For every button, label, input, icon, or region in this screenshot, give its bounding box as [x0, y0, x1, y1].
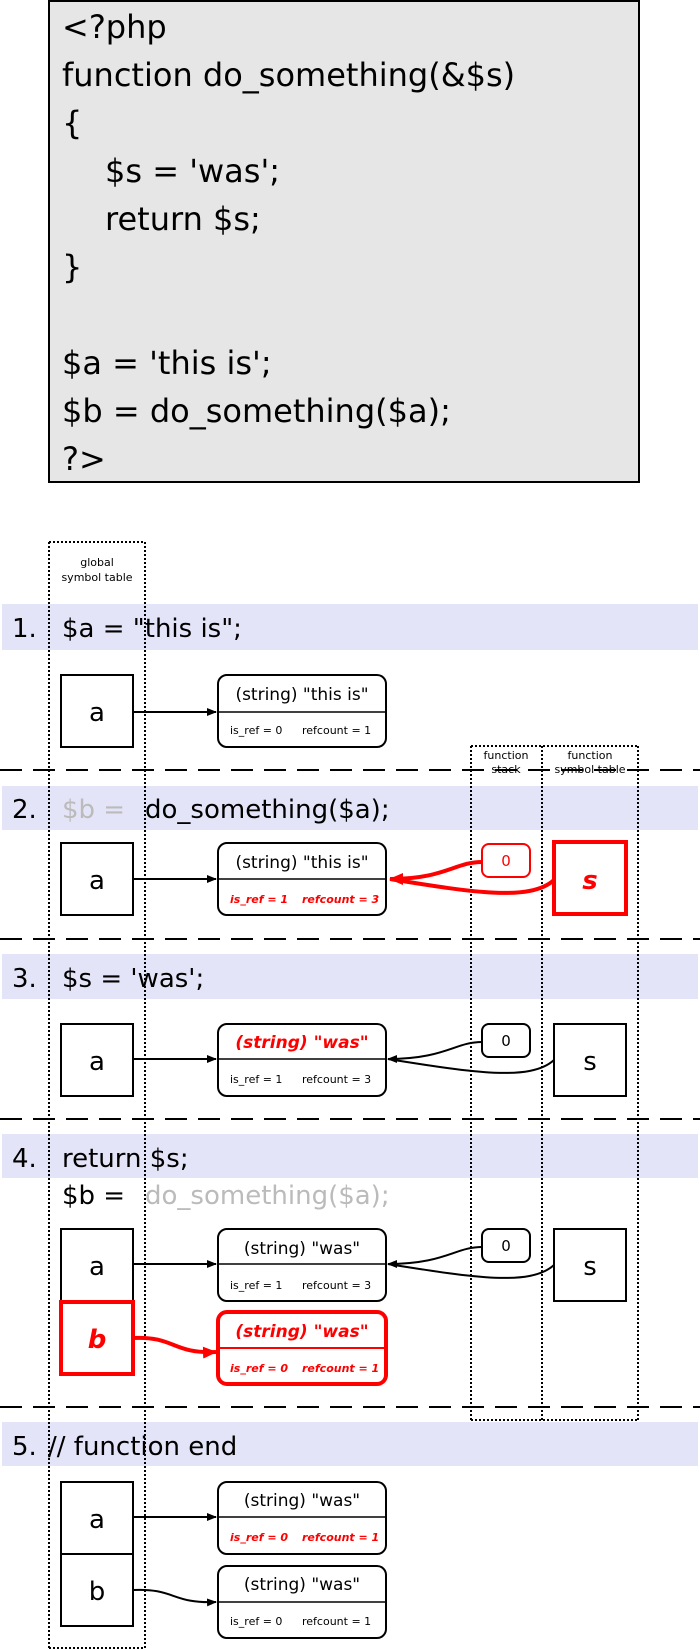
step-5-number: 5.: [12, 1432, 37, 1462]
zval-step5-a: [217, 1481, 387, 1555]
zval-step5-b: [217, 1565, 387, 1639]
var-b-box-step5: [60, 1553, 134, 1627]
stack-slot-step2-value: 0: [501, 852, 511, 870]
zval-step3: [217, 1023, 387, 1097]
zval-step3-title: (string) "was": [235, 1033, 368, 1053]
code-line-8: $a = 'this is';: [62, 344, 272, 382]
step-5-band: [2, 1422, 698, 1466]
var-s-box-step3: [553, 1023, 627, 1097]
arrow-stack-step4: [387, 1246, 483, 1268]
zval-step5-a-title: (string) "was": [244, 1491, 360, 1511]
step-2-muted-code: $b =: [62, 795, 125, 825]
zval-step5-b-refcount: refcount = 1: [302, 1615, 371, 1628]
zval-step2-isref: is_ref = 1: [230, 893, 288, 906]
stack-header-line-1: function: [484, 749, 529, 762]
var-a-label-step3: a: [89, 1047, 105, 1077]
step-2-band: [2, 786, 698, 830]
fsym-header-line-2: symbol table: [554, 763, 625, 776]
code-box: [48, 0, 640, 483]
zval-step5-a-refcount: refcount = 1: [302, 1531, 379, 1544]
var-a-label-step1: a: [89, 698, 105, 728]
step-4-code-line2: $b =: [62, 1181, 125, 1211]
var-a-box-step5: [60, 1481, 134, 1555]
zval-step1-refcount: refcount = 1: [302, 724, 371, 737]
var-a-label-step2: a: [89, 866, 105, 896]
code-line-4: $s = 'was';: [105, 152, 280, 190]
zval-step1-title: (string) "this is": [235, 685, 368, 705]
zval-step5-b-title: (string) "was": [244, 1575, 360, 1595]
arrow-stack-step3: [387, 1041, 483, 1063]
zval-step5-a-isref: is_ref = 0: [230, 1531, 288, 1544]
var-s-box-step2: [552, 840, 628, 916]
code-line-3: {: [62, 104, 82, 142]
zval-step4-b: [216, 1310, 388, 1386]
zval-step5-b-isref: is_ref = 0: [230, 1615, 282, 1628]
arrow-b-step5: [132, 1588, 217, 1607]
zval-step3-isref: is_ref = 1: [230, 1073, 282, 1086]
global-symbol-table-column: [48, 541, 146, 1649]
global-header-line-1: global: [80, 556, 114, 569]
step-2-code: do_something($a);: [145, 795, 390, 825]
var-a-box-step1: [60, 674, 134, 748]
step-3-code: $s = 'was';: [62, 964, 204, 994]
zval-step2-title: (string) "this is": [235, 853, 368, 873]
var-a-label-step5: a: [89, 1505, 105, 1535]
zval-step3-refcount: refcount = 3: [302, 1073, 371, 1086]
var-s-box-step4: [553, 1228, 627, 1302]
step-4-number: 4.: [12, 1144, 37, 1174]
step-3-number: 3.: [12, 964, 37, 994]
var-a-box-step2: [60, 842, 134, 916]
arrow-s-step2: [389, 877, 556, 895]
zval-step4-a: [217, 1228, 387, 1302]
stack-slot-step4: [481, 1228, 531, 1263]
arrow-s-step3: [387, 1058, 555, 1074]
var-s-label-step3: s: [583, 1047, 597, 1077]
step-4-code: return $s;: [62, 1144, 189, 1174]
step-5-code: // function end: [48, 1432, 237, 1462]
code-line-6: }: [62, 248, 82, 286]
code-line-2: function do_something(&$s): [62, 56, 515, 94]
function-columns: [470, 745, 639, 1421]
arrow-s-step4: [387, 1263, 555, 1279]
zval-step4-b-isref: is_ref = 0: [230, 1362, 288, 1375]
var-b-label-step4: b: [88, 1325, 107, 1355]
step-1-band: [2, 604, 698, 650]
stack-slot-step4-value: 0: [501, 1237, 511, 1255]
step-2-number: 2.: [12, 795, 37, 825]
step-separators: [0, 769, 700, 1408]
stack-slot-step3: [481, 1023, 531, 1058]
zval-step2-refcount: refcount = 3: [302, 893, 380, 906]
zval-step2: [217, 842, 387, 916]
step-4-band: [2, 1134, 698, 1178]
global-header-line-2: symbol table: [61, 571, 132, 584]
zval-step4-a-isref: is_ref = 1: [230, 1279, 282, 1292]
step-1-number: 1.: [12, 614, 37, 644]
var-s-label-step2: s: [582, 866, 597, 896]
step-1-code: $a = "this is";: [62, 614, 242, 644]
step-3-band: [2, 954, 698, 999]
zval-step1-isref: is_ref = 0: [230, 724, 282, 737]
var-b-label-step5: b: [89, 1577, 106, 1607]
zval-step4-b-title: (string) "was": [235, 1322, 368, 1342]
var-a-label-step4: a: [89, 1252, 105, 1282]
var-s-label-step4: s: [583, 1252, 597, 1282]
var-a-box-step3: [60, 1023, 134, 1097]
zval-step1: [217, 674, 387, 748]
code-line-10: ?>: [62, 440, 106, 478]
arrow-stack-step2: [389, 860, 483, 885]
fsym-header-line-1: function: [568, 749, 613, 762]
code-line-9: $b = do_something($a);: [62, 392, 451, 430]
zval-step4-b-refcount: refcount = 1: [302, 1362, 379, 1375]
code-line-1: <?php: [62, 8, 167, 46]
stack-slot-step3-value: 0: [501, 1032, 511, 1050]
zval-step4-a-refcount: refcount = 3: [302, 1279, 371, 1292]
code-line-5: return $s;: [105, 200, 261, 238]
zval-step4-a-title: (string) "was": [244, 1239, 360, 1259]
step-4-muted-code: do_something($a);: [145, 1181, 390, 1211]
arrow-b-step4: [132, 1335, 217, 1359]
